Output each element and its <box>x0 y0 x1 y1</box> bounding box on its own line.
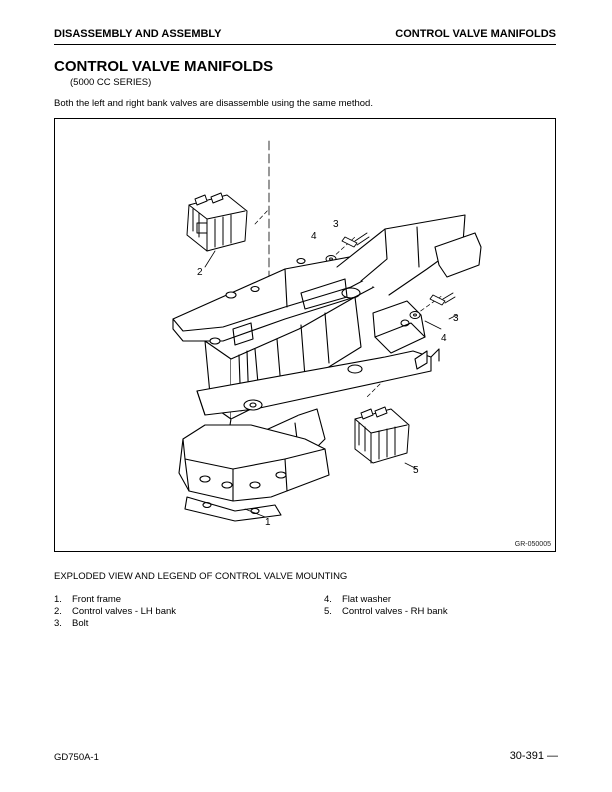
legend-text: Front frame <box>72 594 122 605</box>
legend-number: 4. <box>324 594 332 605</box>
callout-4-upper: 4 <box>311 231 317 242</box>
legend-text: Control valves - LH bank <box>72 606 177 617</box>
callout-5: 5 <box>413 465 419 476</box>
page-subtitle: (5000 CC SERIES) <box>70 77 152 88</box>
exploded-view-figure: 1 2 3 3 4 4 5 GR-050005 <box>54 118 556 552</box>
page-title: CONTROL VALVE MANIFOLDS <box>54 58 274 75</box>
figure-caption: EXPLODED VIEW AND LEGEND OF CONTROL VALV… <box>54 571 348 582</box>
page-header: DISASSEMBLY AND ASSEMBLY CONTROL VALVE M… <box>54 28 556 44</box>
legend-text: Bolt <box>72 618 89 629</box>
callout-4-right: 4 <box>441 333 447 344</box>
lh-valve-bank <box>186 192 248 252</box>
header-chapter-title: CONTROL VALVE MANIFOLDS <box>395 28 556 40</box>
front-frame <box>172 214 482 522</box>
legend-item: 3. Bolt <box>54 618 176 630</box>
legend-text: Control valves - RH bank <box>342 606 448 617</box>
legend-number: 1. <box>54 594 62 605</box>
legend-number: 2. <box>54 606 62 617</box>
legend-item: 4. Flat washer <box>324 594 448 606</box>
header-rule <box>54 44 556 45</box>
legend-number: 3. <box>54 618 62 629</box>
callout-labels: 1 2 3 3 4 4 5 <box>197 219 459 528</box>
callout-3-right: 3 <box>453 313 459 324</box>
intro-text: Both the left and right bank valves are … <box>54 98 373 109</box>
legend-item: 5. Control valves - RH bank <box>324 606 448 618</box>
callout-3-upper: 3 <box>333 219 339 230</box>
legend-column-left: 1. Front frame 2. Control valves - LH bank… <box>54 594 176 630</box>
rh-valve-bank <box>354 406 410 464</box>
callout-1: 1 <box>265 517 271 528</box>
figure-id: GR-050005 <box>514 541 551 548</box>
legend-column-right: 4. Flat washer 5. Control valves - RH bank <box>324 594 448 618</box>
legend-item: 1. Front frame <box>54 594 176 606</box>
exploded-view-drawing: 1 2 3 3 4 4 5 <box>172 140 482 528</box>
callout-2: 2 <box>197 267 203 278</box>
legend-item: 2. Control valves - LH bank <box>54 606 176 618</box>
legend-text: Flat washer <box>342 594 392 605</box>
bolt-washer-right <box>409 292 456 319</box>
legend-number: 5. <box>324 606 332 617</box>
header-section-title: DISASSEMBLY AND ASSEMBLY <box>54 28 222 40</box>
footer-model: GD750A-1 <box>54 752 99 763</box>
footer-page-number: 30-391 — <box>509 750 558 762</box>
